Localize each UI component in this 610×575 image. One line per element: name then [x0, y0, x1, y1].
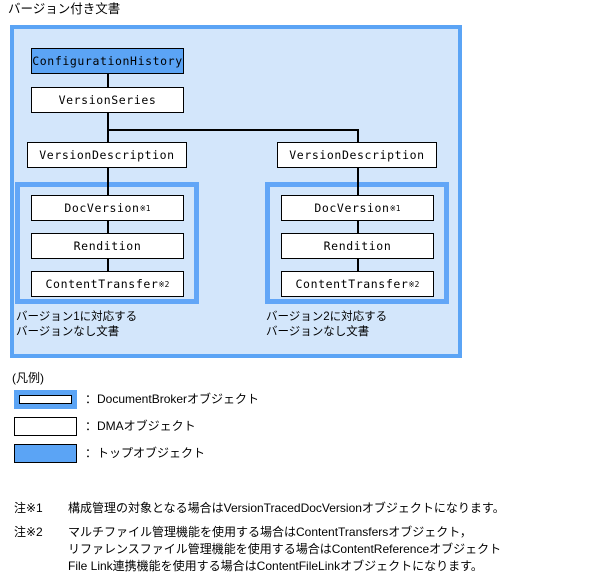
caption-version1: バージョン1に対応する バージョンなし文書: [16, 310, 137, 340]
connector-configurationhistory-versionseries: [107, 74, 109, 88]
caption-line: バージョンなし文書: [16, 326, 120, 338]
node-doc-version-1[interactable]: DocVersion※1: [31, 195, 184, 221]
footnote-marker-1: ※1: [389, 203, 401, 213]
connector-branch-right-vertical: [357, 129, 359, 143]
legend-label: ：トップオブジェクト: [85, 446, 206, 460]
connector-docversion1-rendition1: [107, 221, 109, 234]
connector-rendition2-contenttransfer2: [357, 259, 359, 272]
node-label: DocVersion: [314, 201, 390, 215]
node-label: Rendition: [73, 239, 142, 253]
node-label: DocVersion: [64, 201, 140, 215]
node-rendition-1[interactable]: Rendition: [31, 233, 184, 259]
footnote-2-text: マルチファイル管理機能を使用する場合はContentTransfersオブジェク…: [68, 524, 501, 575]
dma-swatch: [14, 417, 77, 436]
footnote-marker-2: ※2: [408, 279, 420, 289]
footnote-1-marker: 注※1: [14, 501, 43, 515]
caption-version2: バージョン2に対応する バージョンなし文書: [266, 310, 387, 340]
legend-label: ：DMAオブジェクト: [85, 419, 196, 433]
documentbroker-swatch: [13, 389, 78, 410]
footnote-line: マルチファイル管理機能を使用する場合はContentTransfersオブジェク…: [68, 525, 472, 539]
node-doc-version-2[interactable]: DocVersion※1: [281, 195, 434, 221]
footnote-1-text: 構成管理の対象となる場合はVersionTracedDocVersionオブジェ…: [68, 500, 505, 517]
node-content-transfer-2[interactable]: ContentTransfer※2: [281, 271, 434, 297]
connector-versiondescription2-docversion2: [357, 168, 359, 196]
connector-docversion2-rendition2: [357, 221, 359, 234]
footnote-marker-1: ※1: [139, 203, 151, 213]
connector-branch-horizontal: [107, 129, 358, 131]
node-label: ContentTransfer: [45, 277, 159, 291]
caption-line: バージョンなし文書: [266, 326, 370, 338]
caption-line: バージョン2に対応する: [266, 311, 388, 323]
connector-versiondescription1-docversion1: [107, 168, 109, 196]
footnote-marker-2: ※2: [158, 279, 170, 289]
node-rendition-2[interactable]: Rendition: [281, 233, 434, 259]
node-label: Rendition: [323, 239, 392, 253]
node-label: VersionDescription: [289, 148, 425, 162]
node-label: VersionSeries: [58, 93, 157, 107]
node-content-transfer-1[interactable]: ContentTransfer※2: [31, 271, 184, 297]
footnote-line: 構成管理の対象となる場合はVersionTracedDocVersionオブジェ…: [68, 501, 505, 515]
node-label: VersionDescription: [39, 148, 175, 162]
diagram-title: バージョン付き文書: [8, 2, 121, 16]
footnote-line: リファレンスファイル管理機能を使用する場合はContentReferenceオブ…: [68, 542, 502, 556]
legend-title: (凡例): [12, 371, 44, 385]
topobject-swatch: [14, 444, 77, 463]
footnote-2-marker: 注※2: [14, 525, 43, 539]
caption-line: バージョン1に対応する: [16, 311, 138, 323]
node-version-description-2[interactable]: VersionDescription: [277, 142, 437, 168]
node-label: ConfigurationHistory: [32, 54, 183, 68]
connector-rendition1-contenttransfer1: [107, 259, 109, 272]
legend-label: ：DocumentBrokerオブジェクト: [85, 392, 260, 406]
connector-versionseries-down: [107, 113, 109, 143]
node-version-description-1[interactable]: VersionDescription: [27, 142, 187, 168]
node-label: ContentTransfer: [295, 277, 409, 291]
node-configuration-history[interactable]: ConfigurationHistory: [31, 48, 184, 74]
node-version-series[interactable]: VersionSeries: [31, 87, 184, 113]
